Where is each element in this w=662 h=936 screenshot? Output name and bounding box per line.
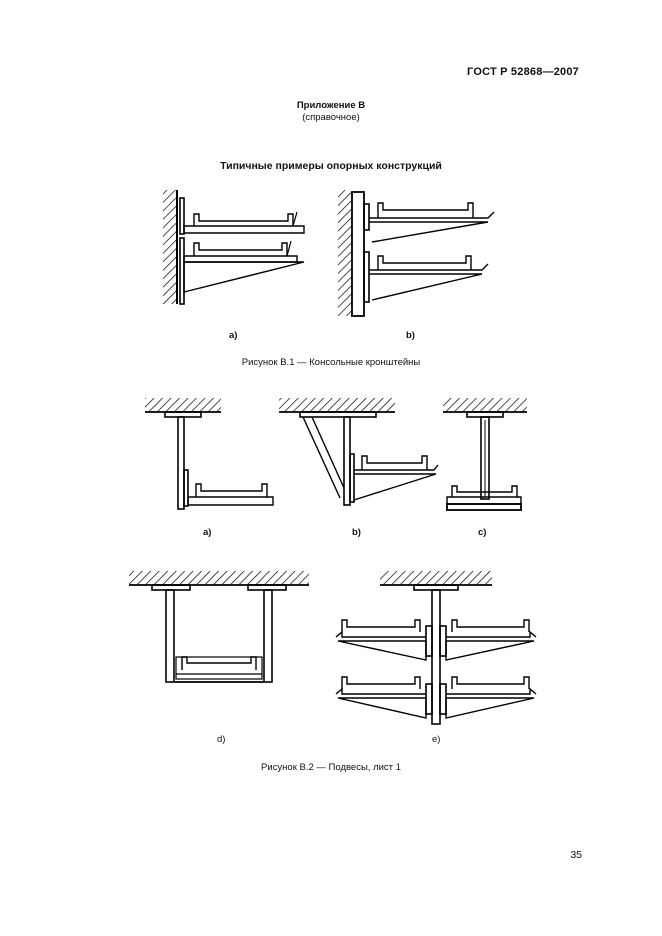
fig-b1-label-b: b) — [406, 330, 415, 341]
standard-number: ГОСТ Р 52868—2007 — [467, 66, 579, 78]
fig-b2-label-e: e) — [432, 734, 441, 745]
section-title: Типичные примеры опорных конструкций — [220, 160, 442, 172]
fig-b1-a-cantilever — [163, 190, 305, 305]
fig-b2-label-b: b) — [352, 527, 361, 538]
fig-b2-e-hanger — [335, 571, 537, 725]
fig-b2-d-hanger — [129, 571, 309, 683]
appendix-note: (справочное) — [302, 112, 360, 123]
appendix-title: Приложение В — [296, 100, 366, 111]
fig-b2-label-a: a) — [203, 527, 212, 538]
fig-b1-caption: Рисунок В.1 — Консольные кронштейны — [241, 357, 421, 368]
fig-b2-b-hanger — [279, 398, 439, 506]
fig-b2-label-d: d) — [217, 734, 226, 745]
fig-b1-label-a: a) — [229, 330, 238, 341]
fig-b1-b-cantilever — [338, 190, 495, 317]
fig-b2-a-hanger — [145, 398, 274, 510]
fig-b2-label-c: c) — [478, 527, 487, 538]
page-number: 35 — [570, 849, 582, 861]
fig-b2-caption: Рисунок В.2 — Подвесы, лист 1 — [261, 762, 401, 773]
fig-b2-c-hanger — [443, 398, 527, 511]
